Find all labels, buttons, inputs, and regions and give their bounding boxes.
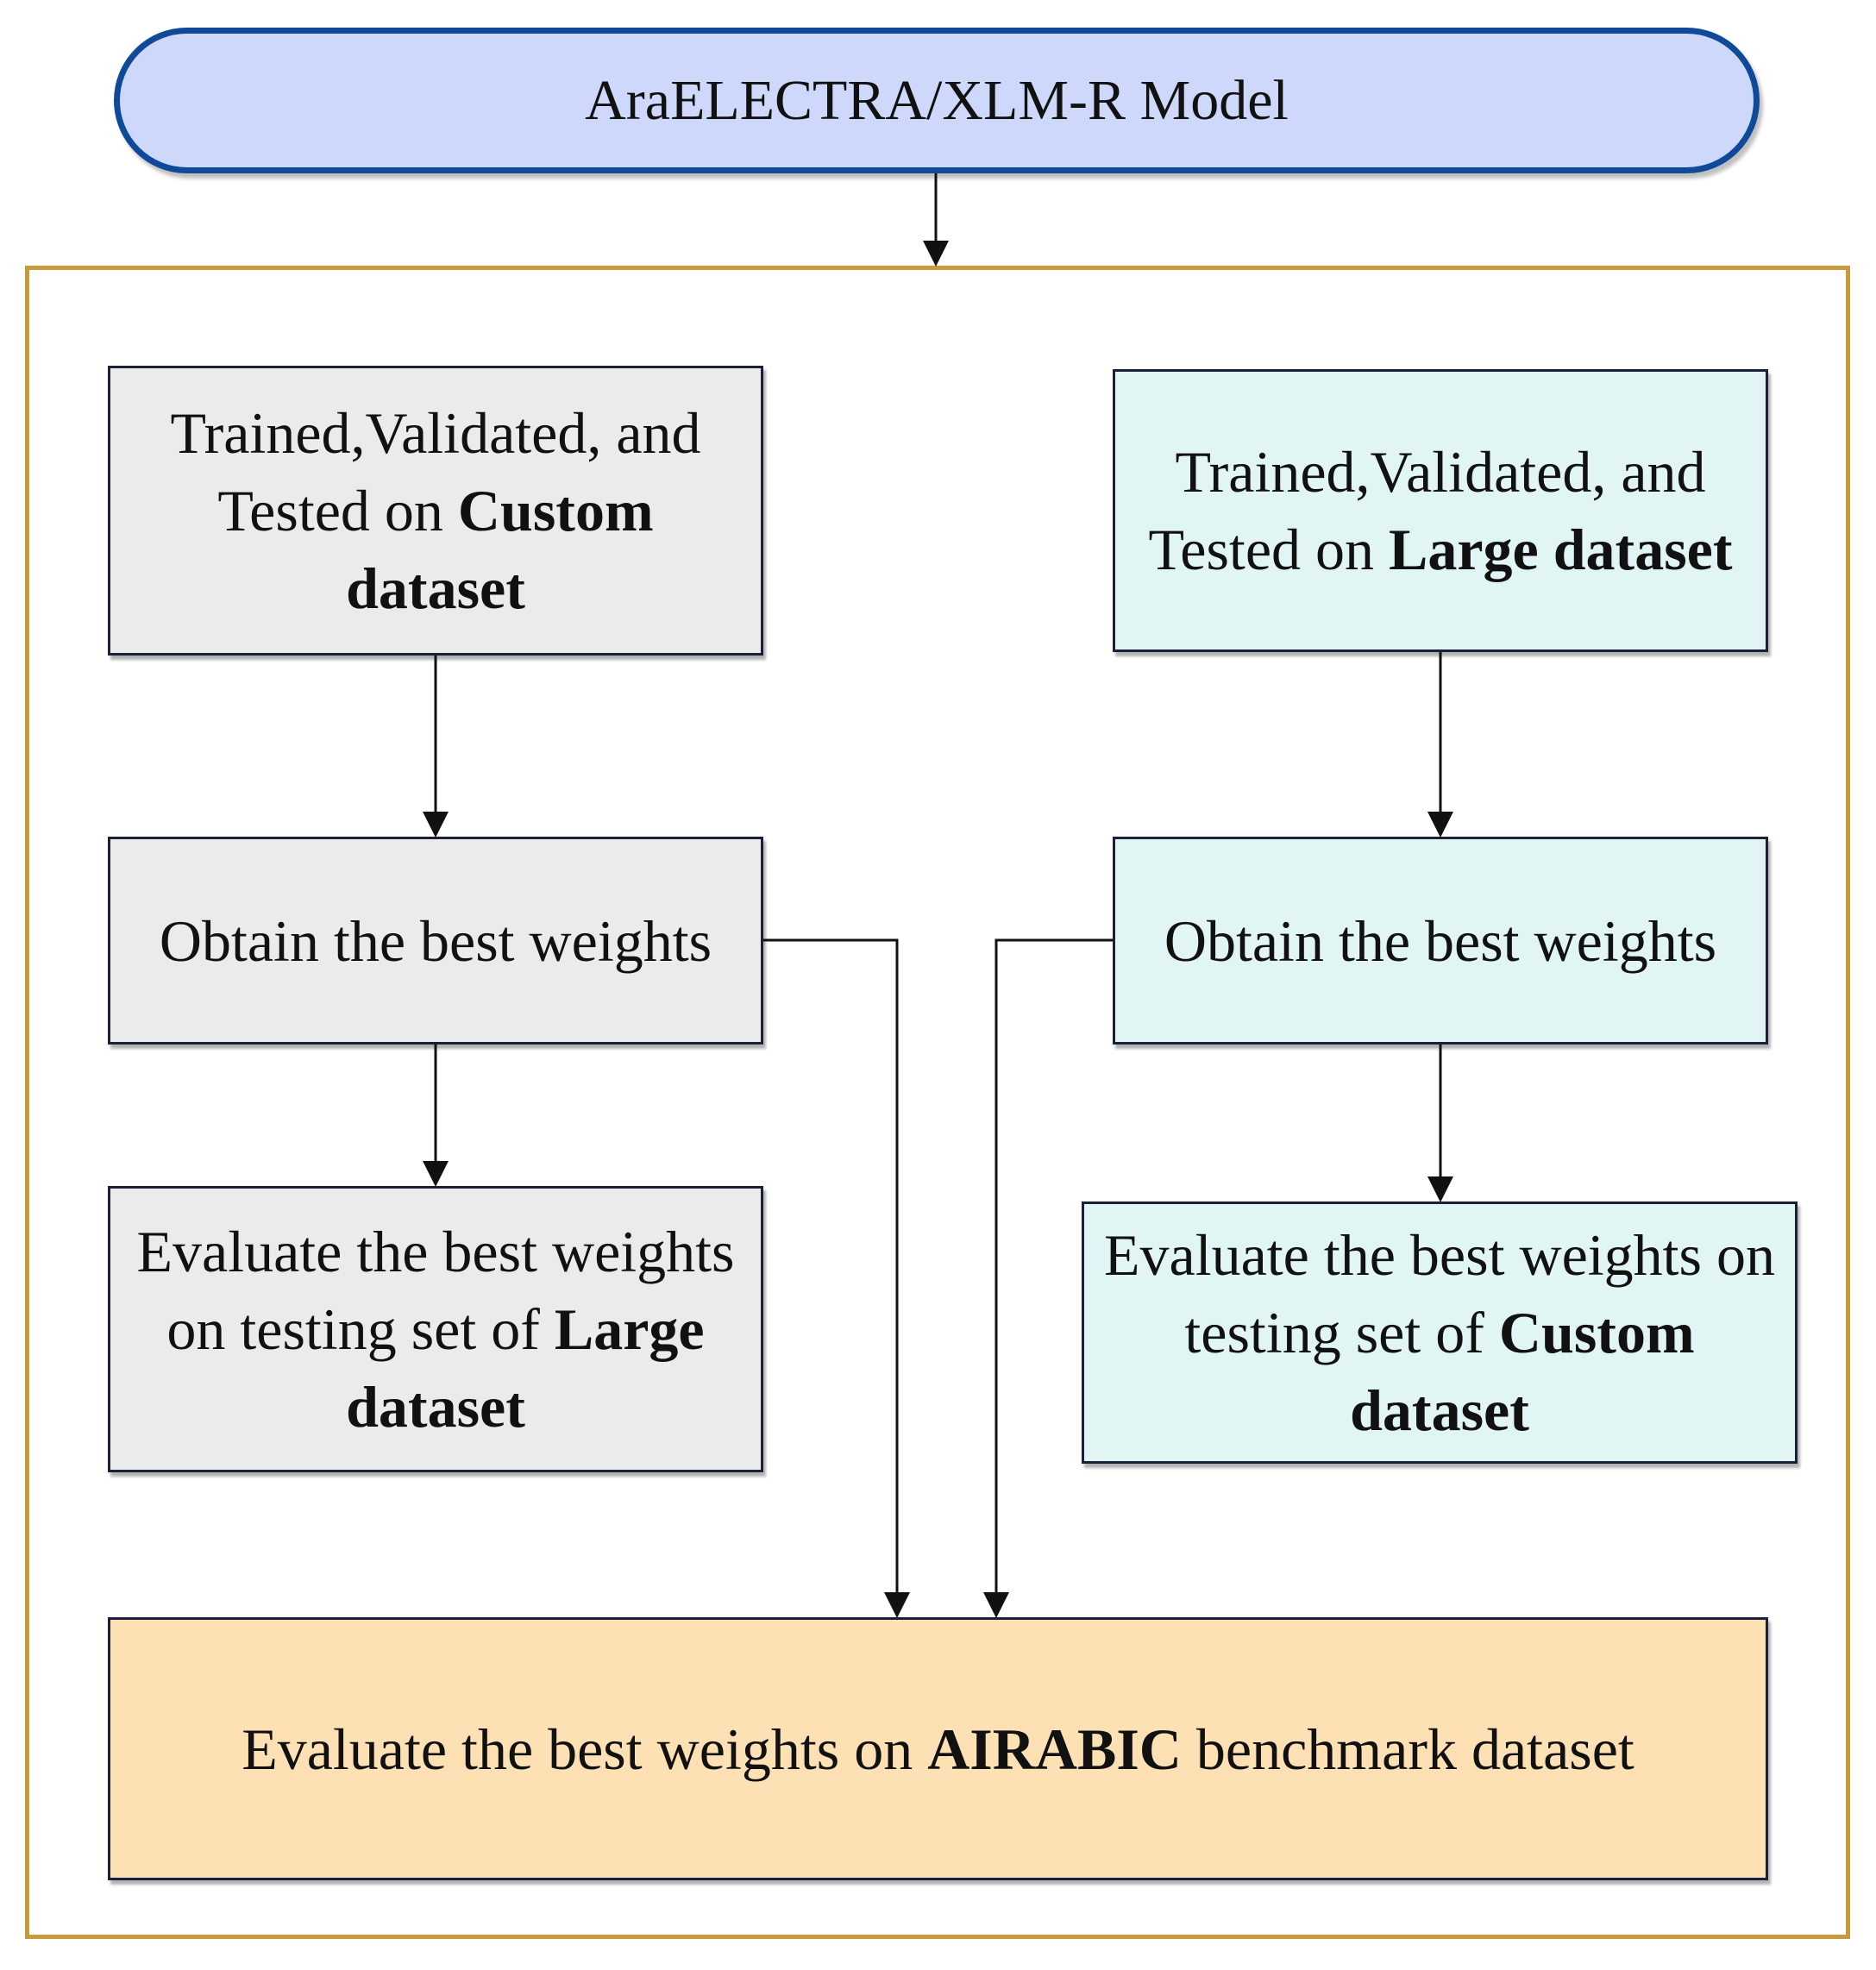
left-train-bold: Custom dataset (346, 478, 654, 621)
right-evaluate-bold: Custom dataset (1350, 1300, 1695, 1443)
left-train-text: Trained,Validated, and Tested on (170, 400, 701, 543)
left-evaluate-node: Evaluate the best weights on testing set… (108, 1186, 763, 1472)
arrow-left-weights-to-final (763, 938, 910, 1618)
start-node-label: AraELECTRA/XLM-R Model (585, 68, 1289, 132)
final-evaluate-suffix: benchmark dataset (1181, 1716, 1634, 1782)
process-frame (25, 266, 1850, 1939)
right-evaluate-node: Evaluate the best weights on testing set… (1082, 1201, 1798, 1464)
final-evaluate-node: Evaluate the best weights on AIRABIC ben… (108, 1617, 1768, 1880)
left-train-node: Trained,Validated, and Tested on Custom … (108, 366, 763, 656)
left-evaluate-text: Evaluate the best weights on testing set… (136, 1219, 735, 1362)
start-node-model: AraELECTRA/XLM-R Model (114, 28, 1760, 173)
left-weights-node: Obtain the best weights (108, 837, 763, 1045)
right-train-bold: Large dataset (1389, 517, 1733, 582)
left-weights-label: Obtain the best weights (159, 907, 712, 974)
right-weights-label: Obtain the best weights (1164, 907, 1717, 974)
left-evaluate-bold: Large dataset (346, 1296, 705, 1440)
right-train-node: Trained,Validated, and Tested on Large d… (1113, 369, 1768, 652)
right-evaluate-text: Evaluate the best weights on testing set… (1103, 1222, 1775, 1365)
final-evaluate-text: Evaluate the best weights on (242, 1716, 928, 1782)
final-evaluate-bold: AIRABIC (927, 1716, 1182, 1782)
arrow-right-weights-to-final (983, 938, 1113, 1618)
right-train-text: Trained,Validated, and Tested on (1148, 439, 1706, 582)
right-weights-node: Obtain the best weights (1113, 837, 1768, 1045)
